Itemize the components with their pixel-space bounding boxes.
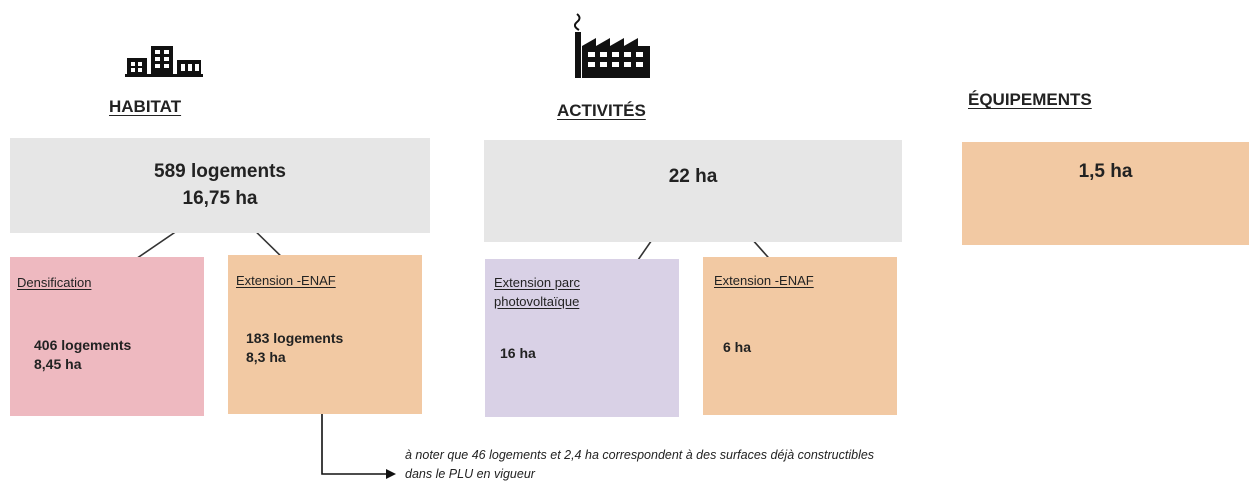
densification-box: Densification 406 logements 8,45 ha: [10, 257, 204, 416]
photovoltaique-surface: 16 ha: [500, 345, 536, 361]
photovoltaique-title-line1: Extension parc: [494, 275, 580, 290]
factory-icon: [573, 12, 652, 82]
equipements-heading: ÉQUIPEMENTS: [968, 90, 1092, 109]
note-line2: dans le PLU en vigueur: [405, 467, 535, 481]
activites-heading: ACTIVITÉS: [557, 101, 646, 120]
densification-logements: 406 logements: [34, 337, 132, 353]
habitat-extension-surface: 8,3 ha: [246, 349, 286, 365]
habitat-main-surface: 16,75 ha: [182, 188, 258, 209]
activites-extension-title: Extension -ENAF: [714, 273, 814, 288]
habitat-main-logements: 589 logements: [154, 161, 286, 182]
activites-main-surface: 22 ha: [668, 166, 718, 187]
photovoltaique-box: Extension parc photovoltaïque 16 ha: [485, 259, 679, 417]
photovoltaique-title-line2: photovoltaïque: [494, 294, 580, 309]
habitat-extension-box: Extension -ENAF 183 logements 8,3 ha: [228, 255, 422, 414]
equipements-surface: 1,5 ha: [1078, 161, 1133, 182]
activites-extension-surface: 6 ha: [723, 339, 752, 355]
activites-main-box: 22 ha: [484, 140, 902, 242]
densification-title: Densification: [17, 275, 92, 290]
densification-surface: 8,45 ha: [34, 356, 82, 372]
habitat-main-box: 589 logements 16,75 ha: [10, 138, 430, 233]
activites-extension-box: Extension -ENAF 6 ha: [703, 257, 897, 415]
habitat-extension-logements: 183 logements: [246, 330, 344, 346]
equipements-box: 1,5 ha: [962, 142, 1249, 245]
buildings-icon: [125, 42, 203, 78]
note-line1: à noter que 46 logements et 2,4 ha corre…: [405, 448, 875, 462]
habitat-extension-title: Extension -ENAF: [236, 273, 336, 288]
habitat-heading: HABITAT: [109, 97, 182, 116]
